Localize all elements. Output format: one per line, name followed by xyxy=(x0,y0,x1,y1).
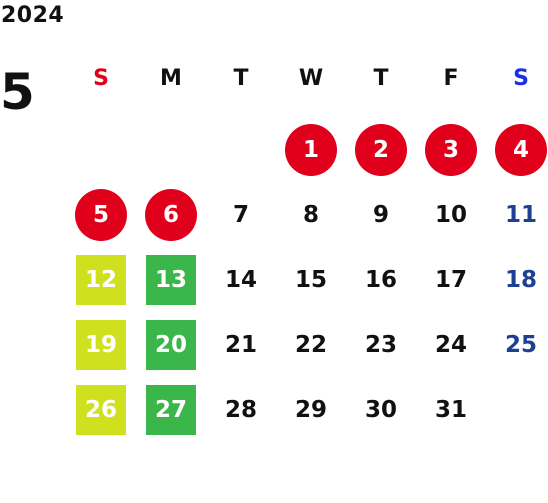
day-cell-24: 24 xyxy=(424,318,478,372)
green-square-marker xyxy=(146,255,196,305)
day-cell-5: 5 xyxy=(74,188,128,242)
day-number: 27 xyxy=(154,397,187,423)
weekday-header-6: S xyxy=(513,66,529,91)
day-number: 24 xyxy=(434,332,467,358)
day-number: 22 xyxy=(294,332,327,358)
day-cell-15: 15 xyxy=(284,253,338,307)
day-number: 28 xyxy=(224,397,257,423)
day-cell-11: 11 xyxy=(494,188,548,242)
day-cell-31: 31 xyxy=(424,383,478,437)
day-number: 8 xyxy=(302,202,319,228)
day-cell-12: 12 xyxy=(74,253,128,307)
day-number: 25 xyxy=(504,332,537,358)
holiday-circle xyxy=(495,124,547,176)
day-cell-29: 29 xyxy=(284,383,338,437)
day-cell-16: 16 xyxy=(354,253,408,307)
month-number: 5 xyxy=(0,63,35,121)
day-number: 3 xyxy=(442,137,459,163)
day-cell-14: 14 xyxy=(214,253,268,307)
day-number: 12 xyxy=(84,267,117,293)
yellow-square-marker xyxy=(76,255,126,305)
day-cell-27: 27 xyxy=(144,383,198,437)
day-number: 20 xyxy=(154,332,187,358)
day-number: 29 xyxy=(294,397,327,423)
day-number: 23 xyxy=(364,332,397,358)
day-number: 9 xyxy=(372,202,389,228)
day-cell-20: 20 xyxy=(144,318,198,372)
day-cell-18: 18 xyxy=(494,253,548,307)
day-number: 7 xyxy=(232,202,249,228)
day-cell-19: 19 xyxy=(74,318,128,372)
day-cell-25: 25 xyxy=(494,318,548,372)
day-cell-10: 10 xyxy=(424,188,478,242)
day-number: 11 xyxy=(504,202,537,228)
day-cell-21: 21 xyxy=(214,318,268,372)
day-number: 31 xyxy=(434,397,467,423)
day-number: 30 xyxy=(364,397,397,423)
green-square-marker xyxy=(146,385,196,435)
holiday-circle xyxy=(75,189,127,241)
day-number: 16 xyxy=(364,267,397,293)
yellow-square-marker xyxy=(76,385,126,435)
day-number: 13 xyxy=(154,267,187,293)
day-cell-3: 3 xyxy=(424,123,478,177)
day-cell-4: 4 xyxy=(494,123,548,177)
day-number: 18 xyxy=(504,267,537,293)
weekday-header-0: S xyxy=(93,66,109,91)
day-number: 26 xyxy=(84,397,117,423)
day-cell-9: 9 xyxy=(354,188,408,242)
holiday-circle xyxy=(285,124,337,176)
day-cell-2: 2 xyxy=(354,123,408,177)
holiday-circle xyxy=(355,124,407,176)
day-cell-17: 17 xyxy=(424,253,478,307)
day-cell-23: 23 xyxy=(354,318,408,372)
day-number: 4 xyxy=(512,137,529,163)
weekday-header-3: W xyxy=(298,66,324,91)
day-cell-6: 6 xyxy=(144,188,198,242)
weekday-header-1: M xyxy=(160,66,182,91)
day-number: 17 xyxy=(434,267,467,293)
day-number: 21 xyxy=(224,332,257,358)
day-number: 10 xyxy=(434,202,467,228)
holiday-circle xyxy=(425,124,477,176)
yellow-square-marker xyxy=(76,320,126,370)
day-number: 19 xyxy=(84,332,117,358)
day-number: 15 xyxy=(294,267,327,293)
day-cell-8: 8 xyxy=(284,188,338,242)
day-cell-28: 28 xyxy=(214,383,268,437)
day-cell-13: 13 xyxy=(144,253,198,307)
year-label: 2024 xyxy=(1,3,65,28)
weekday-header-4: T xyxy=(373,66,389,91)
weekday-header-5: F xyxy=(443,66,459,91)
day-cell-7: 7 xyxy=(214,188,268,242)
day-number: 2 xyxy=(372,137,389,163)
day-number: 1 xyxy=(302,137,319,163)
day-number: 5 xyxy=(92,202,109,228)
day-cell-26: 26 xyxy=(74,383,128,437)
holiday-circle xyxy=(145,189,197,241)
day-cell-30: 30 xyxy=(354,383,408,437)
weekday-header-2: T xyxy=(233,66,249,91)
day-cell-22: 22 xyxy=(284,318,338,372)
green-square-marker xyxy=(146,320,196,370)
day-number: 14 xyxy=(224,267,257,293)
day-number: 6 xyxy=(162,202,179,228)
day-cell-1: 1 xyxy=(284,123,338,177)
